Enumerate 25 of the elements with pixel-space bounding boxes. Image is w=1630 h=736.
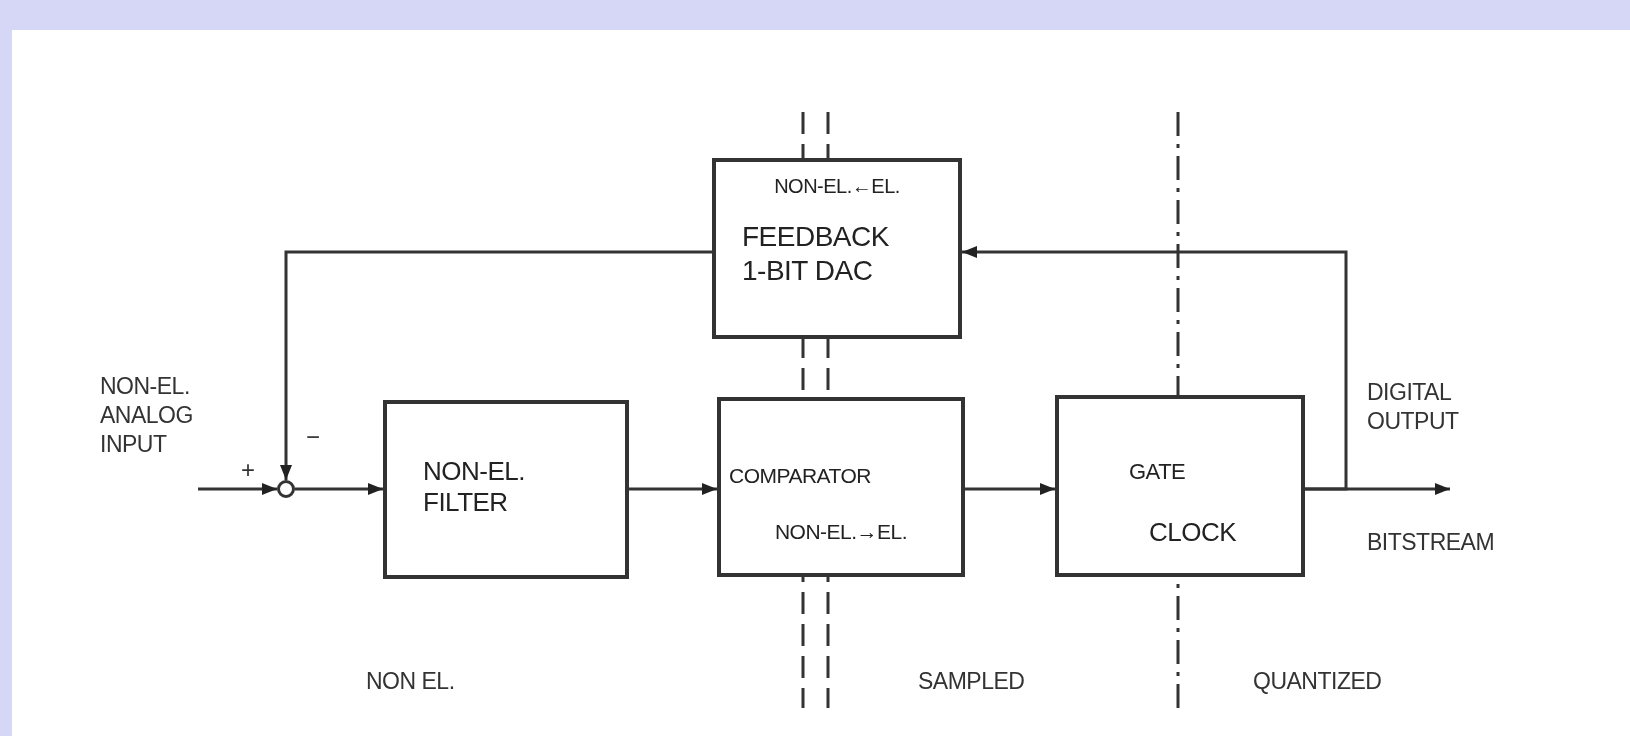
arrow <box>295 483 383 495</box>
block-label: NON-EL. FILTER <box>423 456 526 519</box>
arrow <box>962 246 1348 491</box>
block-label: COMPARATOR <box>729 463 872 489</box>
arrow <box>198 483 277 495</box>
process-box <box>1055 395 1305 577</box>
region-label: QUANTIZED <box>1253 667 1383 696</box>
process-box <box>717 397 965 577</box>
block-label: CLOCK <box>1149 517 1238 549</box>
signal-label: DIGITAL OUTPUT <box>1367 378 1460 436</box>
signal-label: NON-EL. ANALOG INPUT <box>100 372 194 459</box>
sign-minus: − <box>306 422 320 452</box>
arrow <box>965 483 1055 495</box>
block-label: NON-EL.→EL. <box>773 519 909 545</box>
process-box <box>383 400 629 579</box>
block-label: GATE <box>1129 459 1187 486</box>
sign-plus: + <box>241 455 255 485</box>
region-label: SAMPLED <box>918 667 1026 696</box>
region-label: NON EL. <box>366 667 456 696</box>
block-label: NON-EL.←EL. <box>773 174 901 198</box>
arrow <box>280 250 712 480</box>
signal-label: BITSTREAM <box>1367 528 1496 557</box>
process-box <box>712 158 962 339</box>
arrow <box>629 483 717 495</box>
block-label: FEEDBACK 1-BIT DAC <box>742 220 890 288</box>
